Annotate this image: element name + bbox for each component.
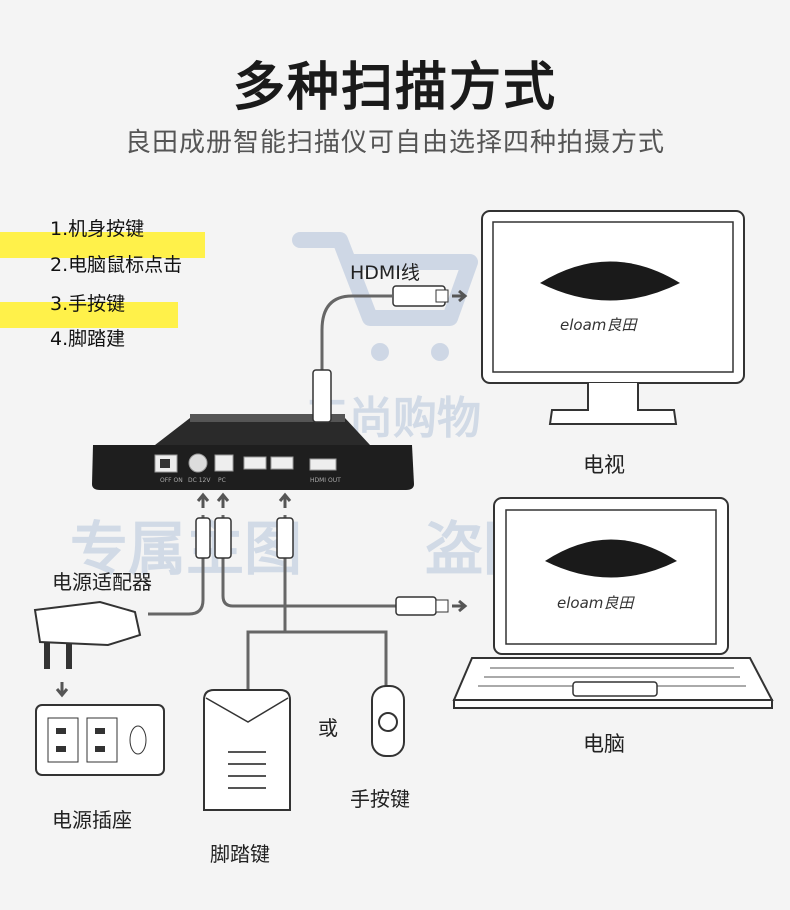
hand-button-label: 手按键	[350, 787, 410, 811]
computer-label: 电脑	[583, 732, 625, 756]
arrow-up-icon	[196, 492, 292, 508]
highlight-bar	[0, 302, 178, 328]
port-label: HDMI OUT	[310, 477, 341, 484]
socket-label: 电源插座	[52, 808, 132, 832]
tv-monitor-icon	[481, 210, 745, 425]
foot-pedal-label: 脚踏键	[210, 842, 270, 866]
highlight-bar	[0, 232, 205, 258]
tv-label: 电视	[583, 453, 625, 477]
watermark-text: 专属主图	[70, 515, 303, 583]
laptop-icon	[452, 497, 774, 709]
usb-plug-icon	[395, 596, 468, 616]
hdmi-cable-label: HDMI线	[350, 262, 420, 284]
or-label: 或	[318, 716, 338, 740]
foot-pedal-icon	[203, 689, 291, 811]
scan-mode-item: 3.手按键	[50, 293, 126, 315]
hdmi-plug-icon	[312, 285, 468, 423]
cable-plug-icon	[195, 517, 294, 559]
cart-watermark-icon	[292, 232, 478, 361]
port-label: OFF ON	[160, 477, 183, 484]
scan-mode-item: 2.电脑鼠标点击	[50, 254, 183, 276]
screen-brand: eloam良田	[557, 594, 635, 612]
cables	[148, 294, 396, 690]
power-adapter-icon	[33, 600, 142, 669]
adapter-label: 电源适配器	[52, 570, 152, 594]
scan-mode-item: 4.脚踏建	[50, 328, 126, 350]
page-subtitle: 良田成册智能扫描仪可自由选择四种拍摄方式	[124, 128, 665, 158]
port-label: DC 12V	[188, 477, 211, 484]
hand-button-icon	[371, 685, 405, 757]
power-socket-icon	[35, 704, 165, 776]
screen-brand: eloam良田	[560, 316, 638, 334]
port-label: PC	[218, 477, 226, 484]
page-title: 多种扫描方式	[232, 58, 557, 118]
arrow-down-icon	[55, 682, 69, 698]
scanner-base-icon	[92, 414, 414, 490]
scan-mode-item: 1.机身按键	[50, 218, 145, 240]
